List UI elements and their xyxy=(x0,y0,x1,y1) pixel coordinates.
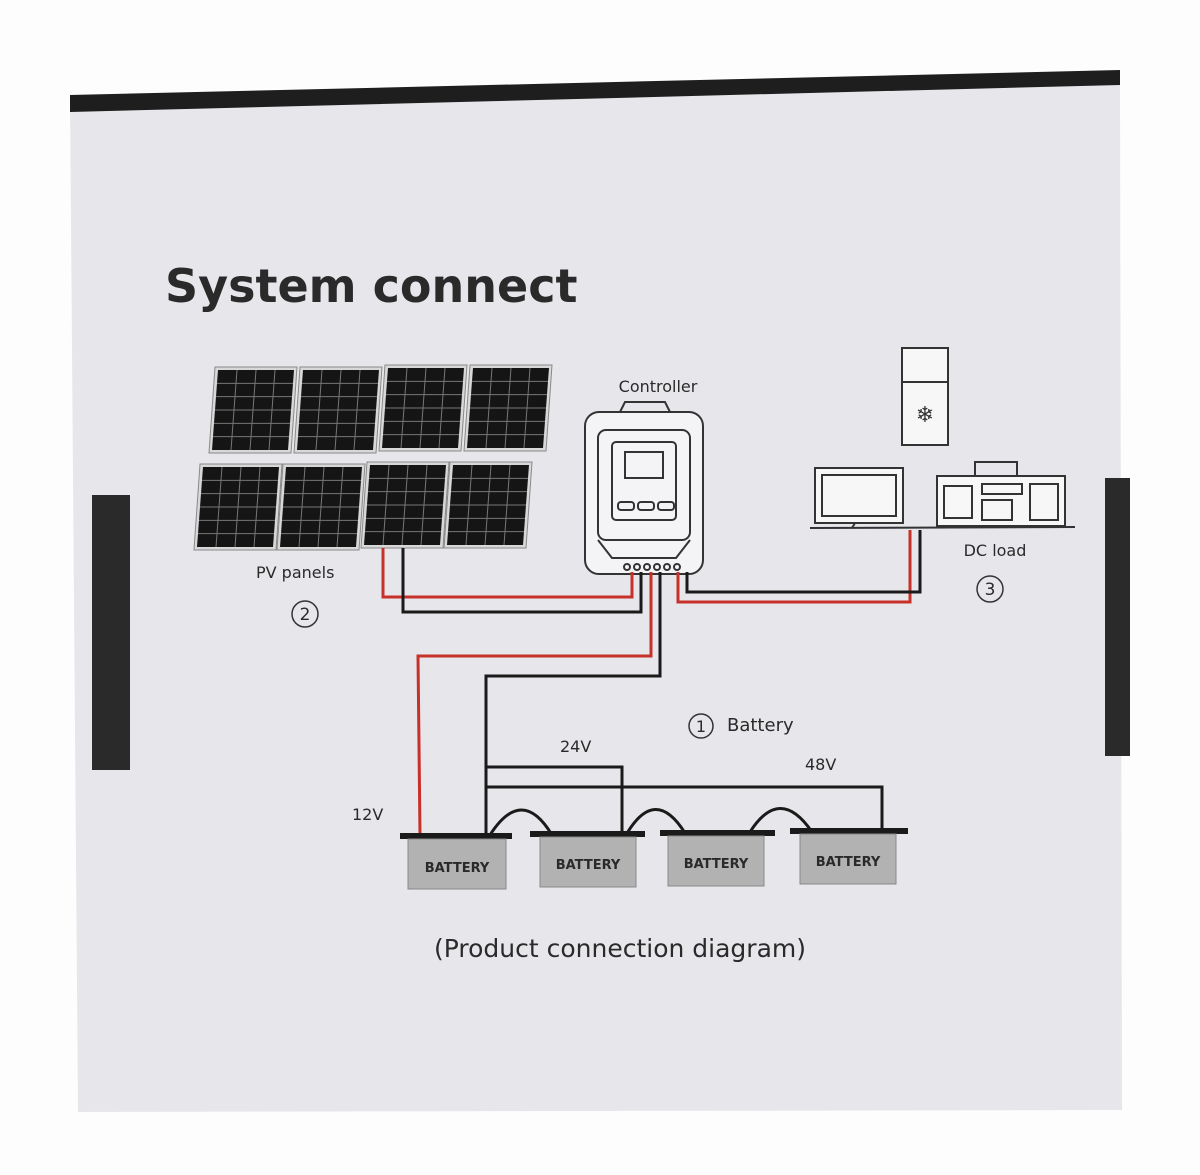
label-24v: 24V xyxy=(560,737,591,756)
controller-label: Controller xyxy=(619,377,698,396)
page-title: System connect xyxy=(165,259,577,313)
pv-number-circle xyxy=(291,600,319,628)
battery-red-wire xyxy=(416,572,653,836)
load-red-wire xyxy=(676,530,912,604)
jumper-3 xyxy=(748,807,814,833)
solar-panel-6 xyxy=(276,463,366,551)
solar-panel-2 xyxy=(293,366,383,454)
battery-3: BATTERY xyxy=(660,830,775,887)
solar-panel-7 xyxy=(360,461,450,549)
wire-48v xyxy=(486,785,884,832)
right-flap xyxy=(1105,478,1130,756)
jumper-2 xyxy=(624,808,687,836)
jumper-1 xyxy=(488,808,554,836)
solar-panel-8 xyxy=(443,461,533,549)
svg-text:BATTERY: BATTERY xyxy=(425,861,490,876)
radio-icon xyxy=(936,461,1066,527)
solar-panel-5 xyxy=(193,463,283,551)
dc-number: 3 xyxy=(985,580,996,600)
pv-red-wire xyxy=(381,548,634,599)
solar-panel-4 xyxy=(463,364,553,452)
box-top-edge xyxy=(70,70,1120,112)
battery-black-wire xyxy=(484,572,662,835)
dc-load-label: DC load xyxy=(964,541,1027,560)
svg-text:BATTERY: BATTERY xyxy=(816,855,881,870)
load-black-wire xyxy=(685,530,922,594)
battery-number: 1 xyxy=(696,717,706,736)
pv-panels xyxy=(193,364,553,551)
fridge-icon: ❄ xyxy=(901,347,949,446)
battery-label: Battery xyxy=(727,715,794,736)
dc-number-circle xyxy=(976,575,1004,603)
battery-2: BATTERY xyxy=(530,831,645,888)
solar-panel-1 xyxy=(208,366,298,454)
battery-number-circle xyxy=(688,713,714,739)
caption: (Product connection diagram) xyxy=(434,934,806,963)
wire-24v xyxy=(486,765,624,835)
controller xyxy=(584,401,704,575)
battery-1: BATTERY xyxy=(400,833,512,890)
left-flap xyxy=(92,495,130,770)
label-48v: 48V xyxy=(805,755,836,774)
load-shelf xyxy=(809,526,1076,529)
label-12v: 12V xyxy=(352,805,383,824)
pv-number: 2 xyxy=(300,605,311,625)
monitor-icon xyxy=(814,467,904,529)
pv-panels-label: PV panels xyxy=(256,563,334,582)
svg-text:BATTERY: BATTERY xyxy=(684,857,749,872)
svg-text:BATTERY: BATTERY xyxy=(556,858,621,873)
pv-black-wire xyxy=(401,548,643,614)
battery-4: BATTERY xyxy=(790,828,908,885)
svg-text:❄: ❄ xyxy=(916,403,934,428)
solar-panel-3 xyxy=(378,364,468,452)
